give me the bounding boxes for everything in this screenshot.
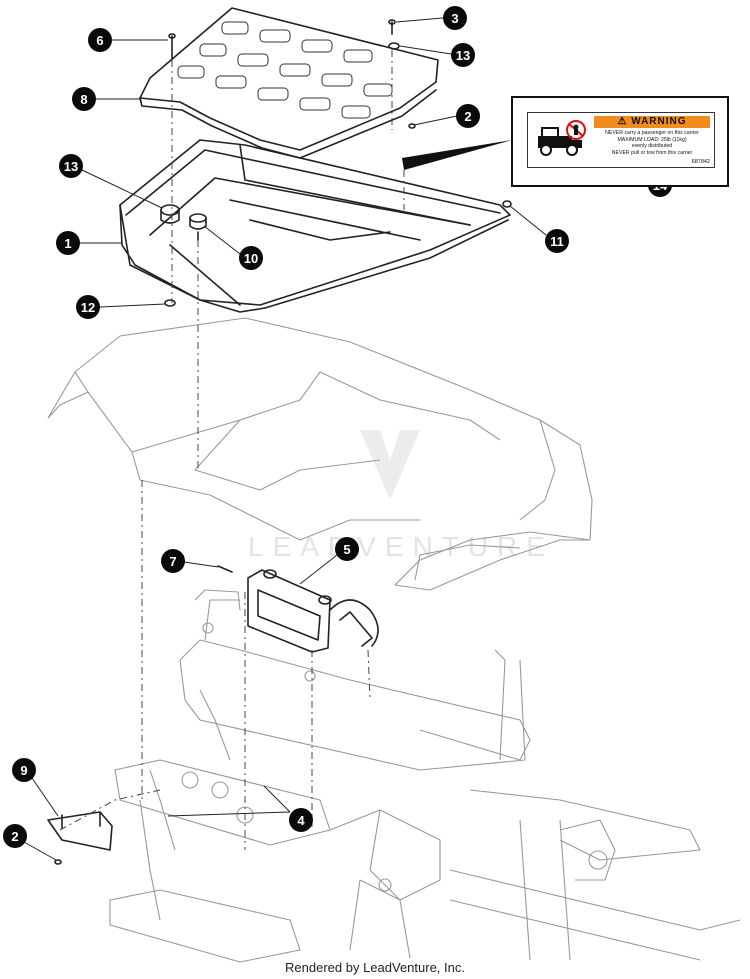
no-passenger-utv-icon (538, 120, 586, 156)
svg-text:9: 9 (20, 763, 27, 778)
decal-part-code: 687842 (691, 159, 710, 165)
bracket-part-5 (217, 565, 379, 653)
decal-pointer-arrow (402, 140, 512, 170)
callout-2-top: 2 (413, 104, 480, 128)
leadventure-watermark: LEADVENTURE (248, 430, 545, 562)
svg-text:6: 6 (96, 33, 103, 48)
callout-12: 12 (76, 295, 166, 319)
hardware-fasteners (54, 19, 512, 865)
callout-9: 9 (12, 758, 59, 817)
svg-text:12: 12 (81, 300, 95, 315)
decal-heading: ⚠ WARNING (594, 116, 710, 128)
top-mat-part-8 (139, 7, 439, 159)
svg-text:13: 13 (456, 48, 470, 63)
callout-4: 4 (167, 785, 313, 832)
callout-13-top: 13 (399, 43, 475, 67)
svg-text:4: 4 (297, 813, 305, 828)
svg-text:8: 8 (80, 92, 87, 107)
svg-text:13: 13 (64, 159, 78, 174)
svg-text:10: 10 (244, 251, 258, 266)
callout-10: 10 (203, 225, 263, 270)
assembly-guide-lines (59, 50, 405, 850)
warning-decal-detail-box: ⚠ WARNING NEVER carry a passenger on thi… (511, 96, 729, 187)
svg-text:5: 5 (343, 542, 350, 557)
callout-1: 1 (56, 231, 122, 255)
svg-text:2: 2 (11, 829, 18, 844)
svg-text:11: 11 (550, 234, 564, 249)
callout-13-left: 13 (59, 154, 163, 209)
rear-body-panel (47, 317, 593, 591)
callout-6: 6 (88, 28, 168, 52)
svg-text:1: 1 (64, 236, 71, 251)
decal-body-text: NEVER carry a passenger on this carrier … (605, 130, 699, 156)
warning-decal: ⚠ WARNING NEVER carry a passenger on thi… (527, 112, 715, 168)
rendered-by-footer: Rendered by LeadVenture, Inc. (285, 960, 465, 975)
callout-7: 7 (161, 549, 219, 573)
carrier-rack-part-1 (119, 139, 511, 313)
svg-text:2: 2 (464, 109, 471, 124)
frame (47, 589, 741, 963)
svg-text:7: 7 (169, 554, 176, 569)
callout-2-bottom: 2 (3, 824, 57, 861)
svg-text:3: 3 (451, 11, 458, 26)
callout-11: 11 (509, 205, 569, 253)
callout-8: 8 (72, 87, 140, 111)
callout-3: 3 (395, 6, 467, 30)
callout-5: 5 (299, 537, 359, 585)
